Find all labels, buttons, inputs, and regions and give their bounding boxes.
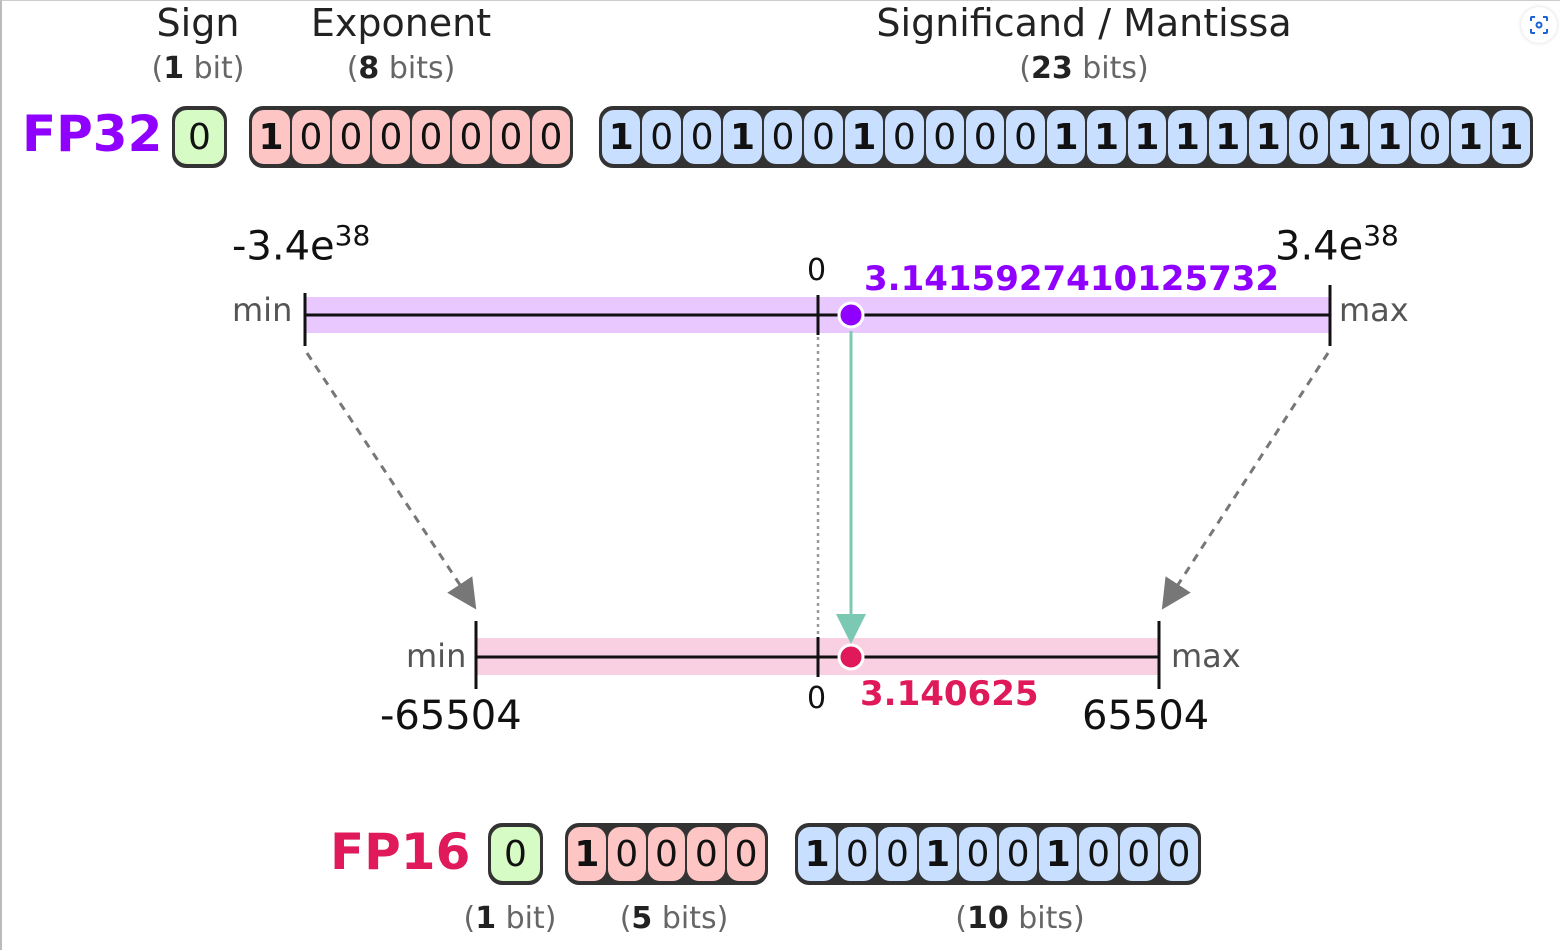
- max-mapping-arrow: [1161, 352, 1330, 610]
- bit-cell: 0: [685, 825, 728, 883]
- fp32-min-label: min: [232, 291, 293, 329]
- bit-cell: 1: [1044, 108, 1088, 166]
- bit-cell: 0: [640, 108, 683, 166]
- bit-cell: 0: [956, 825, 1000, 883]
- bit-cell: 0: [645, 825, 688, 883]
- mantissa-bits-note: (23 bits): [1019, 51, 1149, 86]
- bit-cell: 0: [174, 108, 225, 166]
- focus-scan-icon: [1530, 16, 1548, 34]
- sign-header: Sign: [156, 1, 240, 45]
- fp16-mantissa-bits-note: (10 bits): [955, 901, 1085, 936]
- fp16-value: 3.140625: [860, 674, 1039, 714]
- bit-cell: 1: [1368, 108, 1411, 166]
- bit-cell: 0: [490, 825, 541, 883]
- fp16-sign-bits-note: (1 bit): [463, 901, 557, 936]
- fp32-label: FP32: [22, 105, 163, 163]
- fp16-min-value: -65504: [380, 693, 522, 739]
- fp16-max-label: max: [1171, 637, 1241, 675]
- bit-cell: 1: [916, 825, 959, 883]
- bit-cell: 0: [725, 825, 766, 883]
- bit-cell: 0: [997, 825, 1040, 883]
- bit-cell: 1: [797, 825, 839, 883]
- bit-cell: 0: [876, 825, 919, 883]
- bit-cell: 0: [370, 108, 412, 166]
- focus-scan-button[interactable]: [1521, 7, 1557, 43]
- bit-cell: 1: [567, 825, 608, 883]
- fp32-value-point: [837, 301, 865, 329]
- fp32-max-value: 3.4e38: [1275, 219, 1399, 270]
- bit-cell: 1: [1327, 108, 1371, 166]
- fp32-min-value: -3.4e38: [232, 219, 371, 270]
- bit-cell: 0: [1077, 825, 1120, 883]
- bit-cell: 1: [1166, 108, 1209, 166]
- exponent-header: Exponent: [310, 1, 492, 45]
- fp16-value-point: [837, 643, 865, 671]
- fp16-max-value: 65504: [1082, 693, 1210, 739]
- bit-cell: 0: [1117, 825, 1160, 883]
- bit-cell: 0: [923, 108, 966, 166]
- exponent-bits-note: (8 bits): [346, 51, 456, 86]
- bit-cell: 0: [1408, 108, 1452, 166]
- mantissa-header: Significand / Mantissa: [876, 1, 1292, 45]
- bit-cell: 1: [251, 108, 292, 166]
- bit-cell: 0: [410, 108, 452, 166]
- fp32-max-label: max: [1339, 291, 1409, 329]
- bit-cell: 0: [530, 108, 571, 166]
- bit-cell: 0: [1004, 108, 1047, 166]
- bit-cell: 0: [836, 825, 879, 883]
- fp16-exponent-bits-note: (5 bits): [619, 901, 729, 936]
- bit-cell: 1: [1037, 825, 1080, 883]
- bit-cell: 1: [601, 108, 643, 166]
- fp32-zero-label: 0: [807, 253, 827, 288]
- min-mapping-arrow: [305, 352, 477, 610]
- fp32-sign-bits: 0: [172, 106, 227, 168]
- fp16-min-label: min: [406, 637, 467, 675]
- bit-cell: 1: [1125, 108, 1169, 166]
- bit-cell: 1: [1489, 108, 1531, 166]
- sign-bits-note: (1 bit): [151, 51, 245, 86]
- fp32-value: 3.1415927410125732: [864, 259, 1280, 299]
- fp16-sign-bits: 0: [488, 823, 543, 885]
- bit-cell: 1: [842, 108, 886, 166]
- fp16-zero-label: 0: [807, 681, 827, 716]
- bit-cell: 0: [1157, 825, 1199, 883]
- bit-cell: 0: [605, 825, 648, 883]
- fp16-label: FP16: [330, 823, 471, 881]
